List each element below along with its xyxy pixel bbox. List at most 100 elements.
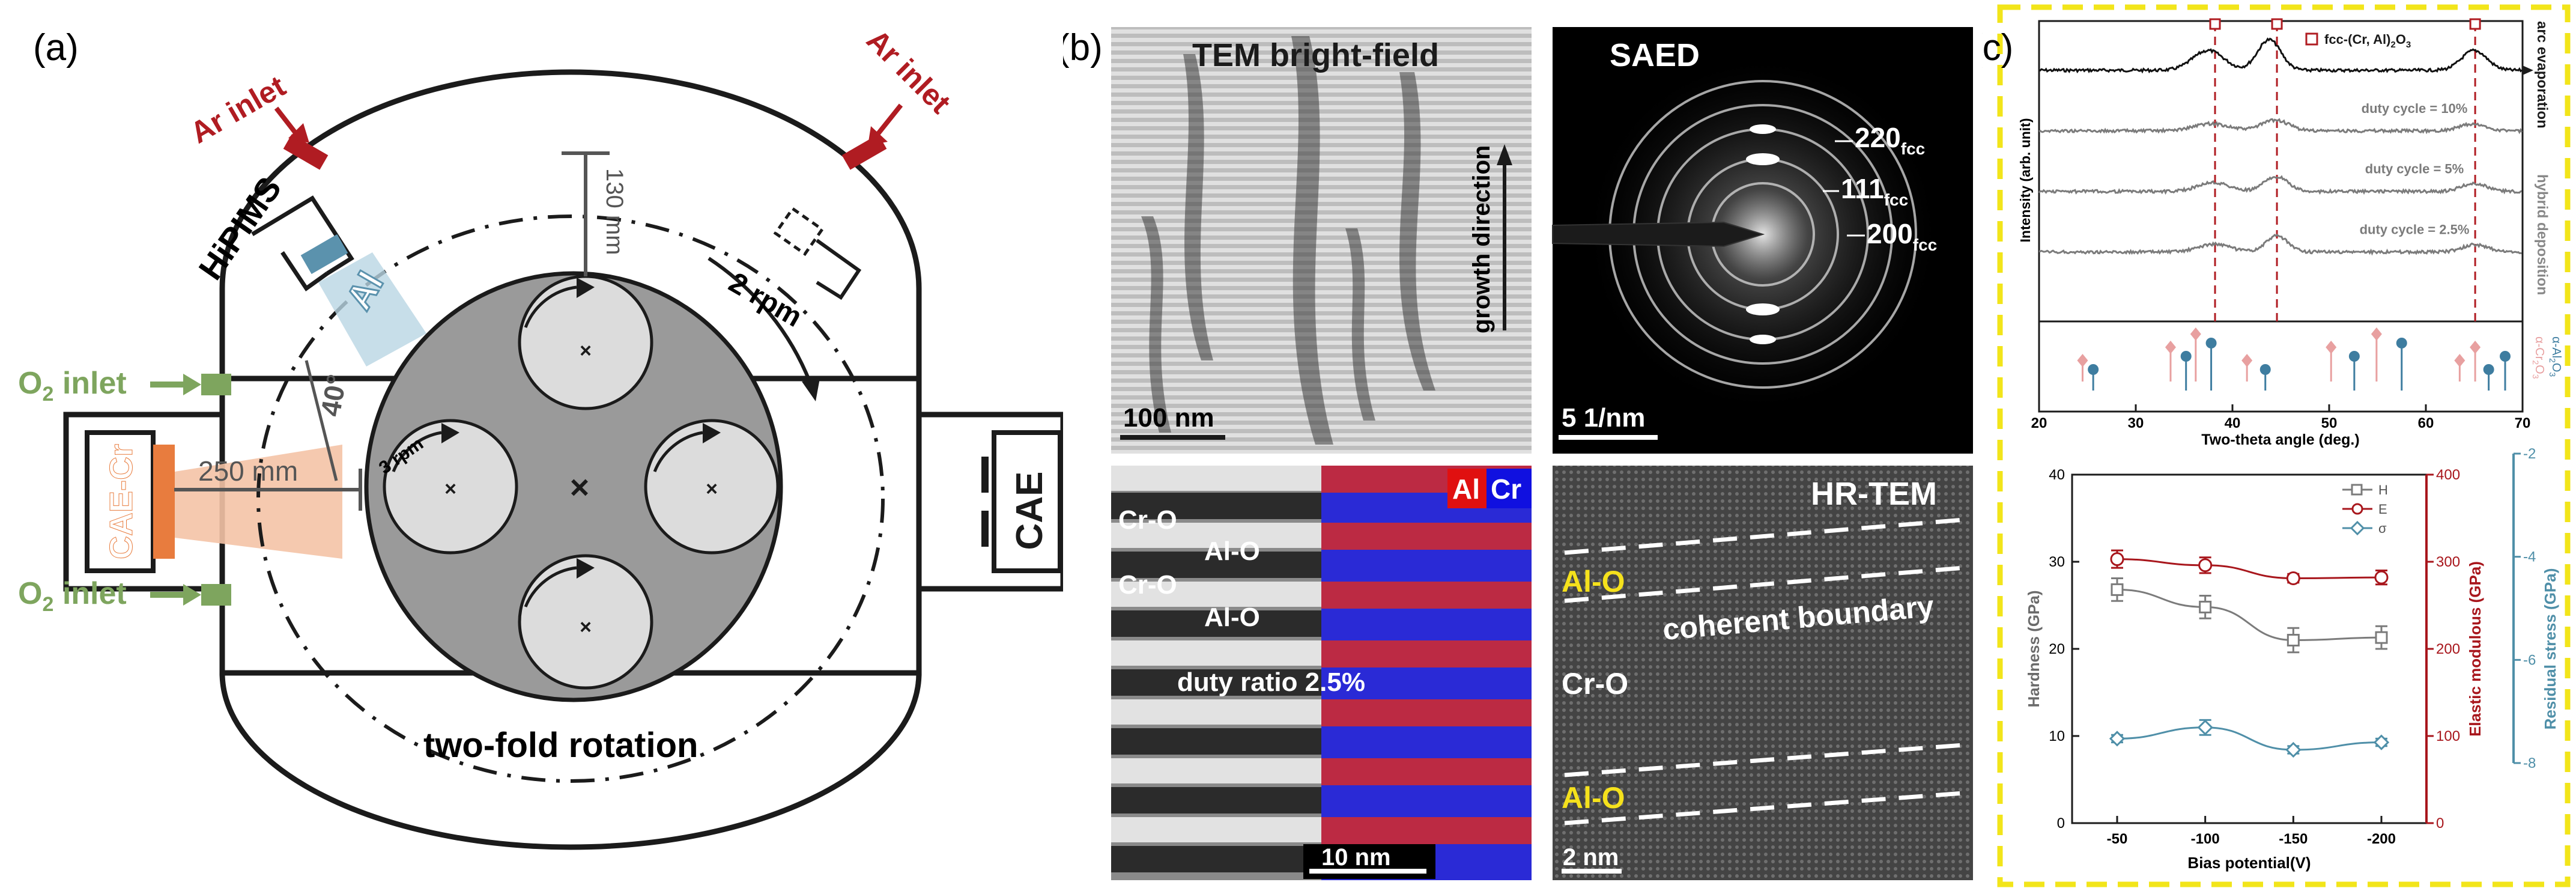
ring-200-label: 200fcc bbox=[1867, 218, 1937, 254]
mech-legend-label: E bbox=[2378, 502, 2387, 517]
table-rotation-arrow bbox=[708, 257, 813, 386]
group-hybrid-deposition: hybrid deposition bbox=[2534, 174, 2550, 295]
cae-plume bbox=[175, 445, 342, 559]
ref-cr2o3-marker bbox=[2165, 341, 2176, 354]
mech-legend-marker bbox=[2350, 520, 2365, 536]
mech-right2-tick-label: -4 bbox=[2523, 549, 2536, 565]
xrd-series-label-3: duty cycle = 2.5% bbox=[2360, 222, 2470, 237]
mech-right2-tick-label: -8 bbox=[2523, 755, 2536, 771]
eds-cr-chip bbox=[1487, 469, 1532, 508]
ref-al2o3-marker bbox=[2348, 351, 2360, 362]
xrd-series-1 bbox=[2038, 118, 2523, 135]
mech-right2-tick-label: -2 bbox=[2523, 446, 2536, 462]
dim-250-label: 250 mm bbox=[198, 455, 298, 487]
xrd-tick-label: 60 bbox=[2418, 415, 2434, 431]
fcc-peak-marker bbox=[2469, 18, 2481, 30]
ref-cr2o3-marker bbox=[2077, 354, 2088, 367]
arc-evap-arrow bbox=[2523, 65, 2533, 75]
mech-x-tick-label: -100 bbox=[2191, 831, 2220, 847]
mech-marker-e bbox=[2374, 570, 2389, 585]
hrtem-boundaries bbox=[1564, 517, 1965, 826]
ref-cr2o3-label: α-Cr2O3 bbox=[2531, 336, 2546, 379]
mech-legend-label: H bbox=[2378, 482, 2388, 497]
hrtem-title: HR-TEM bbox=[1811, 476, 1937, 512]
group-arc-evaporation: arc evaporation bbox=[2534, 21, 2550, 129]
tem-bright-field-image bbox=[1111, 27, 1532, 454]
ref-al2o3-marker bbox=[2500, 351, 2511, 362]
mechanical-chart: -50-100-150-2000102030400100200300400-2-… bbox=[2025, 446, 2559, 872]
xrd-tick-label: 40 bbox=[2225, 415, 2241, 431]
ar-inlet-right-label: Ar inlet bbox=[860, 23, 957, 120]
mech-legend-marker bbox=[2351, 484, 2363, 496]
xrd-legend-marker bbox=[2305, 32, 2318, 46]
hrtem-alo-top: Al-O bbox=[1562, 565, 1625, 598]
svg-text:×: × bbox=[570, 468, 590, 506]
mech-line-E bbox=[2117, 558, 2382, 580]
hrtem-cro: Cr-O bbox=[1562, 667, 1628, 701]
panel-c-label: (c) bbox=[1982, 27, 2013, 68]
ring-111-label: 111fcc bbox=[1841, 173, 1908, 209]
fcc-peak-marker bbox=[2209, 18, 2221, 30]
tem-title: TEM bright-field bbox=[1192, 37, 1439, 73]
hrtem-scale-label: 2 nm bbox=[1563, 844, 1619, 871]
rotation-table bbox=[364, 271, 783, 702]
panel-a-label: (a) bbox=[33, 27, 79, 68]
mech-x-tick-label: -50 bbox=[2107, 831, 2128, 847]
xrd-series-2 bbox=[2038, 175, 2523, 195]
hipims-assembly bbox=[251, 195, 426, 366]
mech-legend-label: σ bbox=[2378, 521, 2387, 536]
mech-left-tick-label: 0 bbox=[2057, 815, 2065, 832]
ar-inlet-left-arrow bbox=[274, 106, 300, 137]
ref-cr2o3-marker bbox=[2454, 354, 2465, 367]
panel-a: (a) CAE CAE-Cr ×××× × 3 rpm 2 rpm bbox=[0, 0, 1063, 891]
right-port-dashed bbox=[773, 206, 825, 257]
mech-marker-sigma bbox=[2373, 734, 2390, 750]
mech-left-tick-label: 10 bbox=[2049, 728, 2065, 744]
ref-cr2o3-marker bbox=[2326, 341, 2337, 354]
hrtem-image bbox=[1553, 466, 1973, 880]
ref-al2o3-marker bbox=[2205, 338, 2217, 348]
angle-label: 40° bbox=[315, 372, 353, 419]
planet-right bbox=[644, 419, 780, 555]
mech-right1-label: Elastic modulous (GPa) bbox=[2466, 561, 2484, 737]
xrd-tick-label: 20 bbox=[2031, 415, 2047, 431]
mech-right1-tick-label: 400 bbox=[2436, 467, 2460, 483]
hrtem-alo-bottom: Al-O bbox=[1562, 781, 1625, 815]
cae-port bbox=[919, 412, 1063, 592]
planet-rotation-arrows bbox=[392, 285, 703, 607]
fcc-peak-marker bbox=[2271, 18, 2283, 30]
mech-x-tick-label: -150 bbox=[2279, 831, 2308, 847]
dim-130-label: 130 mm bbox=[601, 168, 628, 255]
planet-bottom bbox=[518, 554, 653, 690]
planet-arrow-heads bbox=[441, 278, 721, 579]
mech-left-tick-label: 20 bbox=[2049, 641, 2065, 657]
angle-line bbox=[305, 360, 338, 481]
mech-left-label: Hardness (GPa) bbox=[2025, 590, 2043, 707]
mech-marker-h bbox=[2375, 631, 2388, 644]
cae-flange bbox=[992, 430, 1062, 573]
svg-text:O2 inlet: O2 inlet bbox=[18, 366, 127, 406]
mech-marker-sigma bbox=[2285, 741, 2302, 758]
panel-b: (b) TEM bright-field growth direction 10… bbox=[1063, 0, 1982, 891]
xrd-series-label-1: duty cycle = 10% bbox=[2362, 101, 2468, 116]
eds-cro-1: Cr-O bbox=[1118, 505, 1177, 535]
ref-al2o3-label: α-Al2O3 bbox=[2548, 336, 2563, 377]
mech-left-tick-label: 40 bbox=[2049, 467, 2065, 483]
cae-cr-target bbox=[153, 445, 175, 559]
svg-text:×: × bbox=[444, 478, 456, 500]
ref-al2o3-marker bbox=[2483, 364, 2494, 375]
mech-right1-tick-label: 0 bbox=[2436, 815, 2444, 832]
mech-xlabel: Bias potential(V) bbox=[2187, 854, 2311, 872]
mech-marker-sigma bbox=[2197, 719, 2213, 735]
mech-legend-marker bbox=[2351, 503, 2363, 515]
eds-al-label: Al bbox=[1452, 473, 1480, 505]
ref-al2o3-marker bbox=[2088, 364, 2099, 375]
ref-cr2o3-marker bbox=[2470, 341, 2481, 354]
table-arrow-head bbox=[802, 379, 820, 401]
right-port bbox=[816, 239, 862, 300]
mech-marker-h bbox=[2199, 600, 2212, 613]
xrd-legend: fcc-(Cr, Al)2O3 bbox=[2324, 32, 2411, 50]
